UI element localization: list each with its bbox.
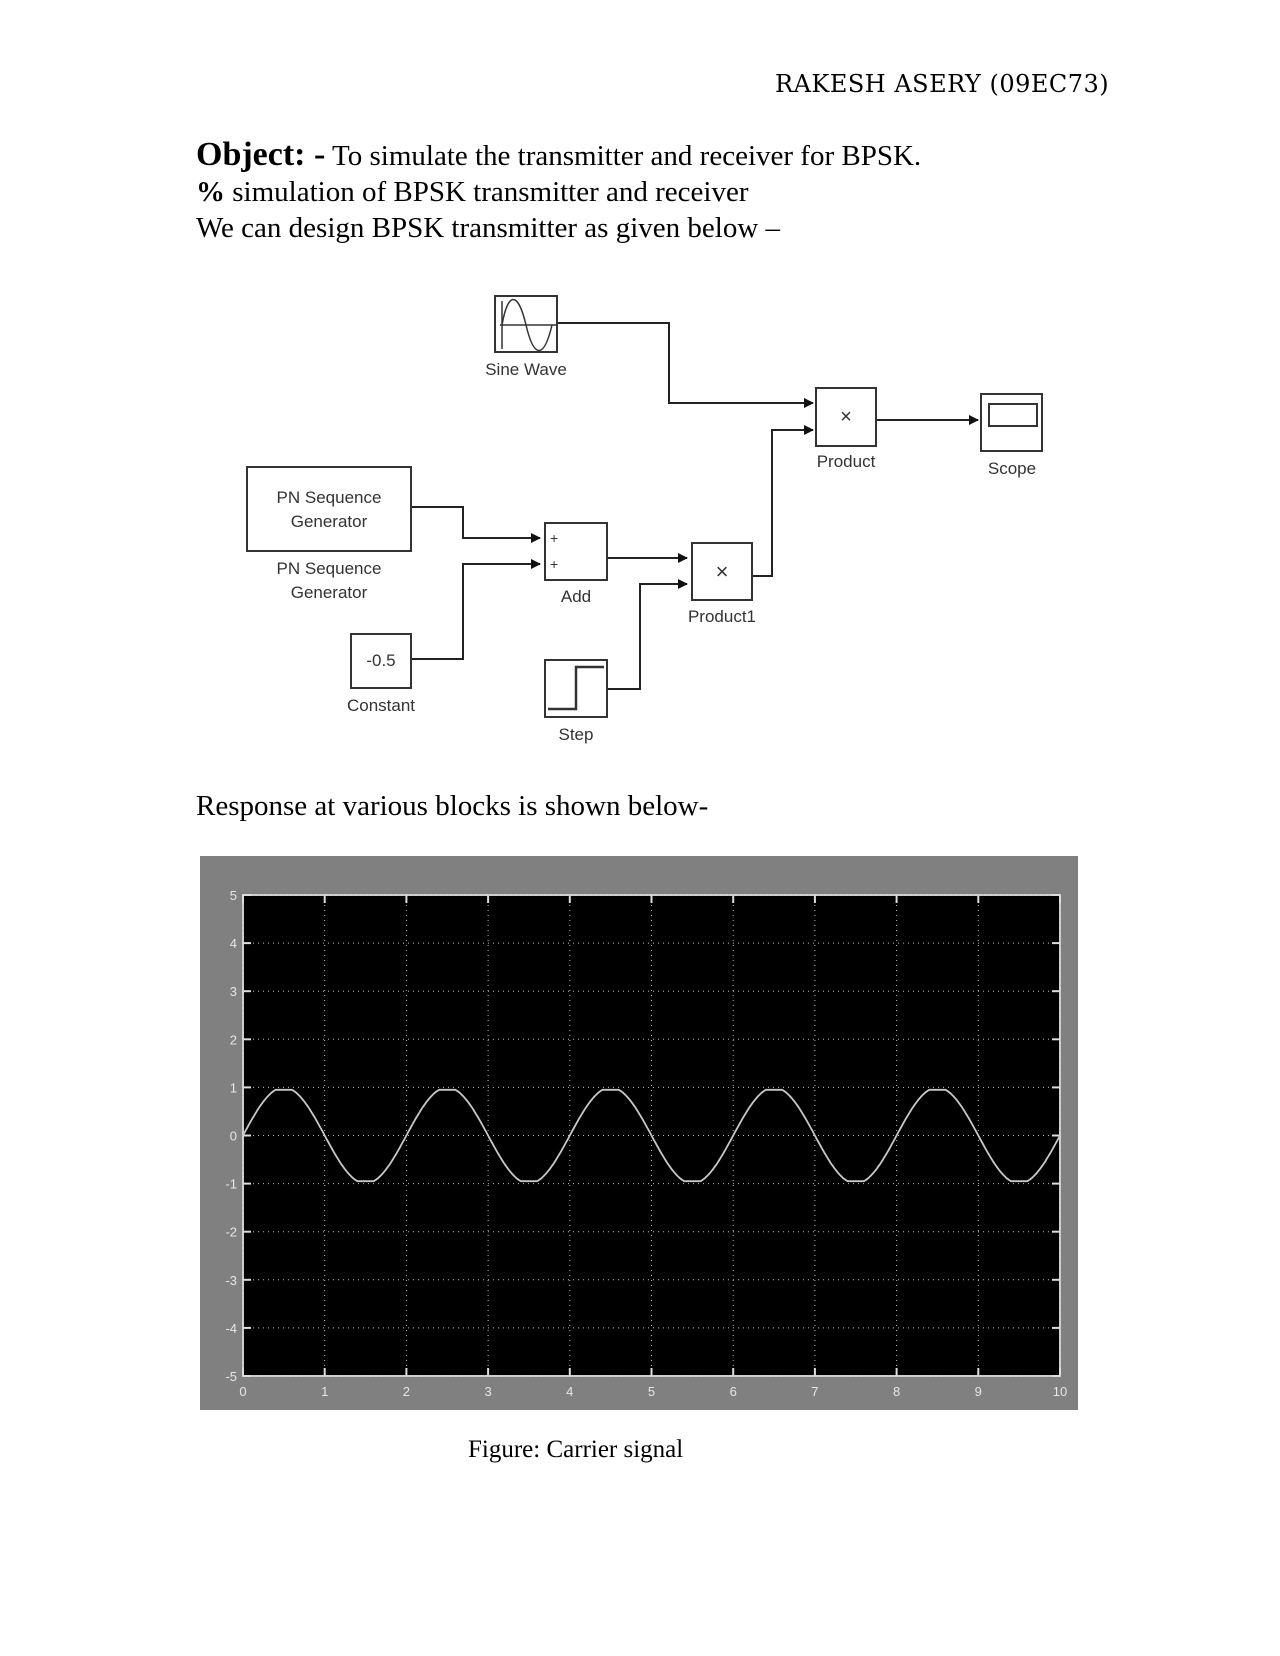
add-label: Add xyxy=(560,587,592,606)
comment-text: simulation of BPSK transmitter and recei… xyxy=(225,176,749,208)
pn-label-line-1: PN Sequence xyxy=(276,559,382,578)
x-tick-label: 0 xyxy=(239,1384,246,1399)
add-sign-2: + xyxy=(550,556,559,572)
multiply-icon: × xyxy=(840,406,852,428)
product-label: Product xyxy=(816,452,876,471)
x-tick-label: 4 xyxy=(566,1384,573,1399)
x-tick-label: 1 xyxy=(321,1384,328,1399)
carrier-signal-line xyxy=(242,1088,1061,1183)
product-block[interactable]: × xyxy=(815,387,877,447)
scope-screen-icon xyxy=(988,403,1038,427)
step-label: Step xyxy=(558,725,594,744)
pn-sequence-generator-block[interactable]: PN Sequence Generator xyxy=(246,466,412,552)
design-line: We can design BPSK transmitter as given … xyxy=(196,212,781,244)
pn-block-text-1: PN Sequence xyxy=(276,488,382,507)
y-tick-label: -2 xyxy=(225,1225,237,1240)
object-line: Object: - To simulate the transmitter an… xyxy=(196,136,921,174)
x-tick-label: 10 xyxy=(1053,1384,1067,1399)
multiply-icon: × xyxy=(715,559,729,584)
scope-label: Scope xyxy=(987,459,1037,478)
step-block[interactable] xyxy=(544,659,608,718)
y-tick-label: 2 xyxy=(230,1032,237,1047)
pn-sequence-generator-label: PN Sequence Generator xyxy=(246,557,412,605)
y-tick-label: 1 xyxy=(230,1080,237,1095)
y-tick-label: -3 xyxy=(225,1273,237,1288)
y-tick-label: -5 xyxy=(225,1369,237,1384)
y-tick-label: 5 xyxy=(230,888,237,903)
sine-wave-label: Sine Wave xyxy=(485,360,567,379)
product1-label: Product1 xyxy=(687,607,757,626)
object-text: To simulate the transmitter and receiver… xyxy=(325,140,922,172)
y-tick-label: 3 xyxy=(230,984,237,999)
add-sign-1: + xyxy=(550,530,559,546)
sine-wave-block[interactable] xyxy=(494,295,558,353)
x-tick-label: 7 xyxy=(811,1384,818,1399)
author-header: RAKESH ASERY (09EC73) xyxy=(775,70,1110,98)
add-block[interactable]: + + xyxy=(544,522,608,581)
object-label: Object: - xyxy=(196,136,326,173)
x-tick-label: 6 xyxy=(730,1384,737,1399)
comment-symbol: % xyxy=(196,176,225,208)
pn-block-text-2: Generator xyxy=(290,512,368,531)
y-tick-label: -1 xyxy=(225,1177,237,1192)
response-text: Response at various blocks is shown belo… xyxy=(196,790,709,822)
y-tick-label: 4 xyxy=(230,936,237,951)
pn-label-line-2: Generator xyxy=(290,583,368,602)
x-tick-label: 8 xyxy=(893,1384,900,1399)
scope-block[interactable] xyxy=(980,393,1043,452)
constant-label: Constant xyxy=(346,696,416,715)
x-tick-label: 3 xyxy=(484,1384,491,1399)
step-icon xyxy=(548,665,604,711)
x-tick-label: 5 xyxy=(648,1384,655,1399)
comment-line: % simulation of BPSK transmitter and rec… xyxy=(196,176,749,209)
constant-value: -0.5 xyxy=(366,651,396,670)
y-tick-label: 0 xyxy=(230,1129,237,1144)
x-tick-label: 2 xyxy=(403,1384,410,1399)
y-tick-label: -4 xyxy=(225,1321,237,1336)
product1-block[interactable]: × xyxy=(691,542,753,601)
figure-caption: Figure: Carrier signal xyxy=(468,1436,684,1463)
constant-block[interactable]: -0.5 xyxy=(350,633,412,689)
block-diagram-wires xyxy=(412,322,979,690)
sine-wave-icon xyxy=(500,299,556,351)
x-tick-label: 9 xyxy=(975,1384,982,1399)
